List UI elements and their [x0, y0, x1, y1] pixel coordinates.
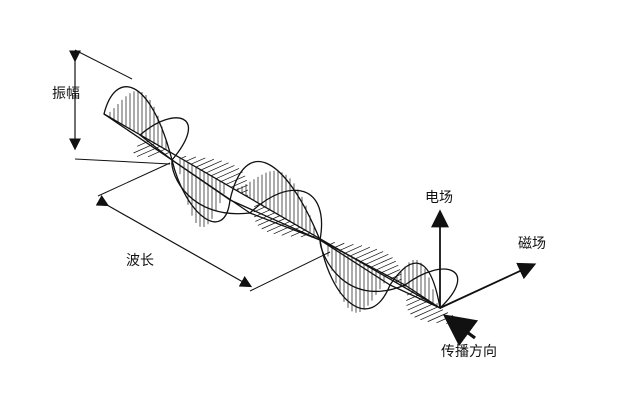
- b-field-hatch-line: [406, 297, 424, 306]
- b-field-hatch-line: [339, 243, 354, 251]
- e-field-lobe-2: [170, 158, 231, 223]
- b-field-hatch-line: [147, 148, 166, 158]
- electric-field-wave: [103, 86, 441, 310]
- b-field-hatch-line: [133, 143, 156, 154]
- b-field-hatch-line: [364, 253, 389, 266]
- b-field-hatch-line: [407, 300, 429, 311]
- b-field-hatch-line: [255, 212, 276, 222]
- b-field-hatch-line: [354, 248, 378, 260]
- b-field-hatch-line: [266, 221, 291, 232]
- b-field-hatch-line: [190, 157, 206, 165]
- magnetic-field-wave: [138, 117, 459, 309]
- b-field-hatch-line: [394, 278, 402, 283]
- b-field-lobe-2: [171, 158, 252, 215]
- amplitude-dimension: 振幅: [52, 49, 171, 165]
- wavelength-arrow: [95, 195, 253, 288]
- amplitude-label: 振幅: [52, 86, 80, 102]
- b-field-hatch-line: [136, 146, 161, 157]
- amplitude-extension-top: [74, 49, 133, 80]
- b-field-hatch-line: [389, 273, 402, 280]
- propagation-direction-label: 传播方向: [441, 344, 497, 360]
- b-field-hatch-line: [399, 283, 403, 286]
- b-field-hatch-line: [200, 160, 222, 171]
- b-field-lobe-5: [403, 268, 459, 309]
- b-field-hatch-line: [414, 306, 439, 318]
- electric-field-label: 电场: [425, 190, 453, 206]
- b-field-hatch-line: [205, 162, 229, 174]
- b-field-hatch-line: [369, 257, 393, 268]
- e-field-lobe-5: [389, 262, 441, 310]
- wave-hatching: [109, 90, 464, 325]
- b-field-hatch-line: [281, 226, 301, 236]
- b-field-hatch-line: [195, 158, 215, 168]
- b-field-hatch-line: [427, 312, 449, 322]
- b-field-hatch-line: [384, 269, 401, 277]
- b-field-hatch-line: [164, 151, 171, 155]
- b-field-hatch-line: [406, 294, 419, 301]
- b-field-hatch-line: [253, 209, 271, 218]
- b-field-hatch-line: [215, 168, 240, 179]
- b-field-hatch-line: [245, 194, 249, 197]
- wavelength-extension-left: [97, 162, 171, 197]
- b-field-hatch-line: [225, 175, 246, 185]
- b-field-hatch-line: [334, 242, 345, 248]
- b-field-hatch-line: [273, 223, 296, 235]
- b-field-hatch-line: [254, 203, 261, 207]
- b-field-hatch-line: [136, 140, 151, 147]
- propagation-axis: [103, 113, 441, 309]
- b-field-hatch-line: [240, 189, 249, 194]
- b-field-hatch-line: [180, 155, 187, 159]
- e-field-lobe-3: [229, 160, 322, 242]
- b-field-hatch-line: [344, 245, 363, 254]
- b-field-hatch-line: [261, 218, 286, 230]
- b-field-hatch-line: [257, 215, 281, 226]
- b-field-hatch-line: [410, 303, 434, 315]
- e-field-lobe-1: [103, 86, 174, 162]
- e-field-lobe-4: [319, 238, 391, 310]
- b-field-lobe-1: [138, 117, 190, 161]
- b-field-hatch-line: [349, 246, 371, 257]
- wavelength-extension-right: [249, 251, 331, 292]
- b-field-hatch-line: [329, 242, 335, 245]
- wavelength-dimension: 波长: [95, 162, 331, 292]
- b-field-hatch-line: [379, 264, 399, 274]
- b-field-hatch-line: [210, 165, 235, 177]
- magnetic-field-label: 磁场: [518, 236, 546, 252]
- b-field-hatch-line: [230, 179, 247, 188]
- b-field-hatch-line: [235, 184, 248, 191]
- b-field-hatch-line: [300, 232, 311, 238]
- b-field-hatch-line: [253, 206, 266, 213]
- amplitude-extension-bottom: [74, 158, 171, 165]
- b-field-hatch-line: [406, 292, 414, 296]
- magnetic-field-arrow: [439, 262, 537, 309]
- propagation-direction: 传播方向: [441, 314, 497, 360]
- b-field-hatch-line: [290, 229, 306, 237]
- b-field-hatch-line: [185, 156, 197, 162]
- wavelength-label: 波长: [126, 253, 154, 269]
- b-field-hatch-line: [311, 235, 316, 238]
- propagation-direction-arrow: [442, 314, 479, 347]
- b-field-hatch-line: [420, 309, 444, 321]
- b-field-hatch-line: [220, 171, 243, 182]
- electric-field-axis: 电场: [425, 190, 453, 308]
- magnetic-field-axis: 磁场: [439, 236, 546, 309]
- b-field-hatch-line: [359, 251, 384, 263]
- b-field-lobe-3: [248, 189, 323, 241]
- b-field-hatch-line: [374, 260, 397, 271]
